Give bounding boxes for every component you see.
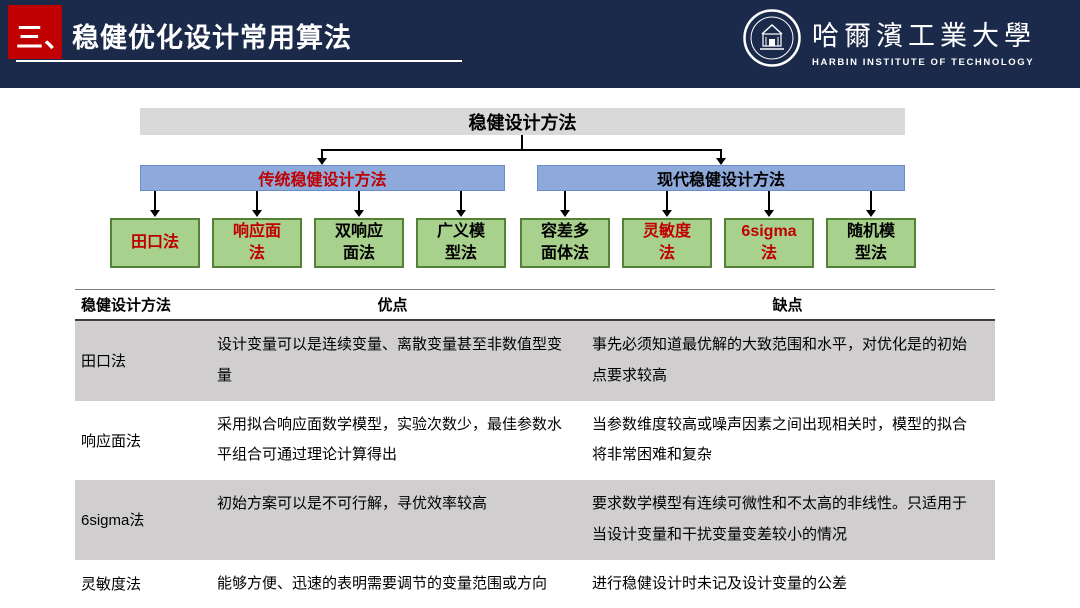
row-method: 田口法 <box>81 353 127 371</box>
row-pros: 采用拟合响应面数学模型，实验次数少，最佳参数水平组合可通过理论计算得出 <box>217 415 563 464</box>
row-pros: 能够方便、迅速的表明需要调节的变量范围或方向 <box>217 574 548 592</box>
connector-line <box>256 191 258 210</box>
flow-root-box: 稳健设计方法 <box>140 108 905 135</box>
connector-line <box>460 191 462 210</box>
row-method: 响应面法 <box>81 432 142 450</box>
flow-leaf-stochastic-model: 随机模 型法 <box>826 218 916 268</box>
leaf-label-line: 面体法 <box>540 245 589 262</box>
leaf-label-line: 容差多 <box>540 223 589 241</box>
flow-leaf-sensitivity: 灵敏度 法 <box>622 218 712 268</box>
leaf-label-line: 灵敏度 <box>642 223 691 241</box>
table-header-cons: 缺点 <box>772 297 803 314</box>
flow-leaf-response-surface: 响应面 法 <box>212 218 302 268</box>
leaf-label-line: 法 <box>658 245 675 262</box>
table-row: 田口法 设计变量可以是连续变量、离散变量甚至非数值型变量 事先必须知道最优解的大… <box>75 321 995 401</box>
arrowhead-icon <box>764 210 774 217</box>
table-row: 响应面法 采用拟合响应面数学模型，实验次数少，最佳参数水平组合可通过理论计算得出… <box>75 401 995 481</box>
row-cons: 当参数维度较高或噪声因素之间出现相关时，模型的拟合将非常困难和复杂 <box>592 415 968 464</box>
connector-line <box>521 135 523 150</box>
arrowhead-icon <box>456 210 466 217</box>
header-bar: 三、稳健优化设计常用算法 哈爾濱工業大學 HARBIN INSTITUTE OF… <box>0 0 1080 88</box>
arrowhead-icon <box>716 158 726 165</box>
flow-branch-traditional: 传统稳健设计方法 <box>140 165 505 191</box>
page-title: 三、稳健优化设计常用算法 <box>16 23 352 53</box>
leaf-label-line: 法 <box>248 245 265 262</box>
connector-line <box>870 191 872 210</box>
university-name-cn: 哈爾濱工業大學 <box>812 21 1036 52</box>
arrowhead-icon <box>560 210 570 217</box>
leaf-label-line: 响应面 <box>232 223 281 241</box>
connector-line <box>154 191 156 210</box>
leaf-label-line: 随机模 <box>846 223 895 241</box>
connector-line <box>564 191 566 210</box>
university-name-en: HARBIN INSTITUTE OF TECHNOLOGY <box>812 57 1035 68</box>
flow-branch-modern: 现代稳健设计方法 <box>537 165 905 191</box>
flow-leaf-taguchi: 田口法 <box>110 218 200 268</box>
row-cons: 要求数学模型有连续可微性和不太高的非线性。只适用于当设计变量和干扰变量变差较小的… <box>592 495 968 543</box>
arrowhead-icon <box>354 210 364 217</box>
connector-line <box>358 191 360 210</box>
title-underline <box>16 60 462 62</box>
leaf-label-line: 型法 <box>854 245 887 262</box>
connector-line <box>666 191 668 210</box>
leaf-label-line: 广义模 <box>436 223 485 241</box>
red-accent-square <box>8 5 62 59</box>
row-pros: 设计变量可以是连续变量、离散变量甚至非数值型变量 <box>217 336 563 384</box>
leaf-label-line: 法 <box>760 245 777 262</box>
connector-line <box>321 149 323 159</box>
arrowhead-icon <box>150 210 160 217</box>
connector-line <box>322 149 721 151</box>
flow-leaf-tolerance-polytope: 容差多 面体法 <box>520 218 610 268</box>
arrowhead-icon <box>866 210 876 217</box>
university-logo: 哈爾濱工業大學 HARBIN INSTITUTE OF TECHNOLOGY <box>742 8 1036 73</box>
leaf-label-line: 6sigma <box>741 223 797 241</box>
university-emblem-icon <box>742 8 802 73</box>
table-header-method: 稳健设计方法 <box>81 297 172 314</box>
row-cons: 事先必须知道最优解的大致范围和水平，对优化是的初始点要求较高 <box>592 336 968 384</box>
table-header-pros: 优点 <box>377 297 408 314</box>
row-method: 灵敏度法 <box>81 576 142 594</box>
university-logo-text: 哈爾濱工業大學 HARBIN INSTITUTE OF TECHNOLOGY <box>812 8 1036 68</box>
leaf-label-line: 型法 <box>444 245 477 262</box>
table-row: 6sigma法 初始方案可以是不可行解，寻优效率较高 要求数学模型有连续可微性和… <box>75 480 995 560</box>
leaf-label-line: 面法 <box>342 245 375 262</box>
leaf-label-line: 双响应 <box>334 223 383 241</box>
flow-leaf-6sigma: 6sigma 法 <box>724 218 814 268</box>
table-row: 灵敏度法 能够方便、迅速的表明需要调节的变量范围或方向 进行稳健设计时未记及设计… <box>75 560 995 608</box>
leaf-label-line: 田口法 <box>130 234 179 252</box>
arrowhead-icon <box>317 158 327 165</box>
row-method: 6sigma法 <box>81 512 145 530</box>
table-header-row: 稳健设计方法 优点 缺点 <box>75 289 995 321</box>
flow-leaf-dual-response: 双响应 面法 <box>314 218 404 268</box>
row-pros: 初始方案可以是不可行解，寻优效率较高 <box>217 495 488 512</box>
arrowhead-icon <box>252 210 262 217</box>
connector-line <box>720 149 722 159</box>
comparison-table: 稳健设计方法 优点 缺点 田口法 设计变量可以是连续变量、离散变量甚至非数值型变… <box>75 289 995 608</box>
connector-line <box>768 191 770 210</box>
flow-leaf-generalized-model: 广义模 型法 <box>416 218 506 268</box>
row-cons: 进行稳健设计时未记及设计变量的公差 <box>592 574 848 592</box>
arrowhead-icon <box>662 210 672 217</box>
